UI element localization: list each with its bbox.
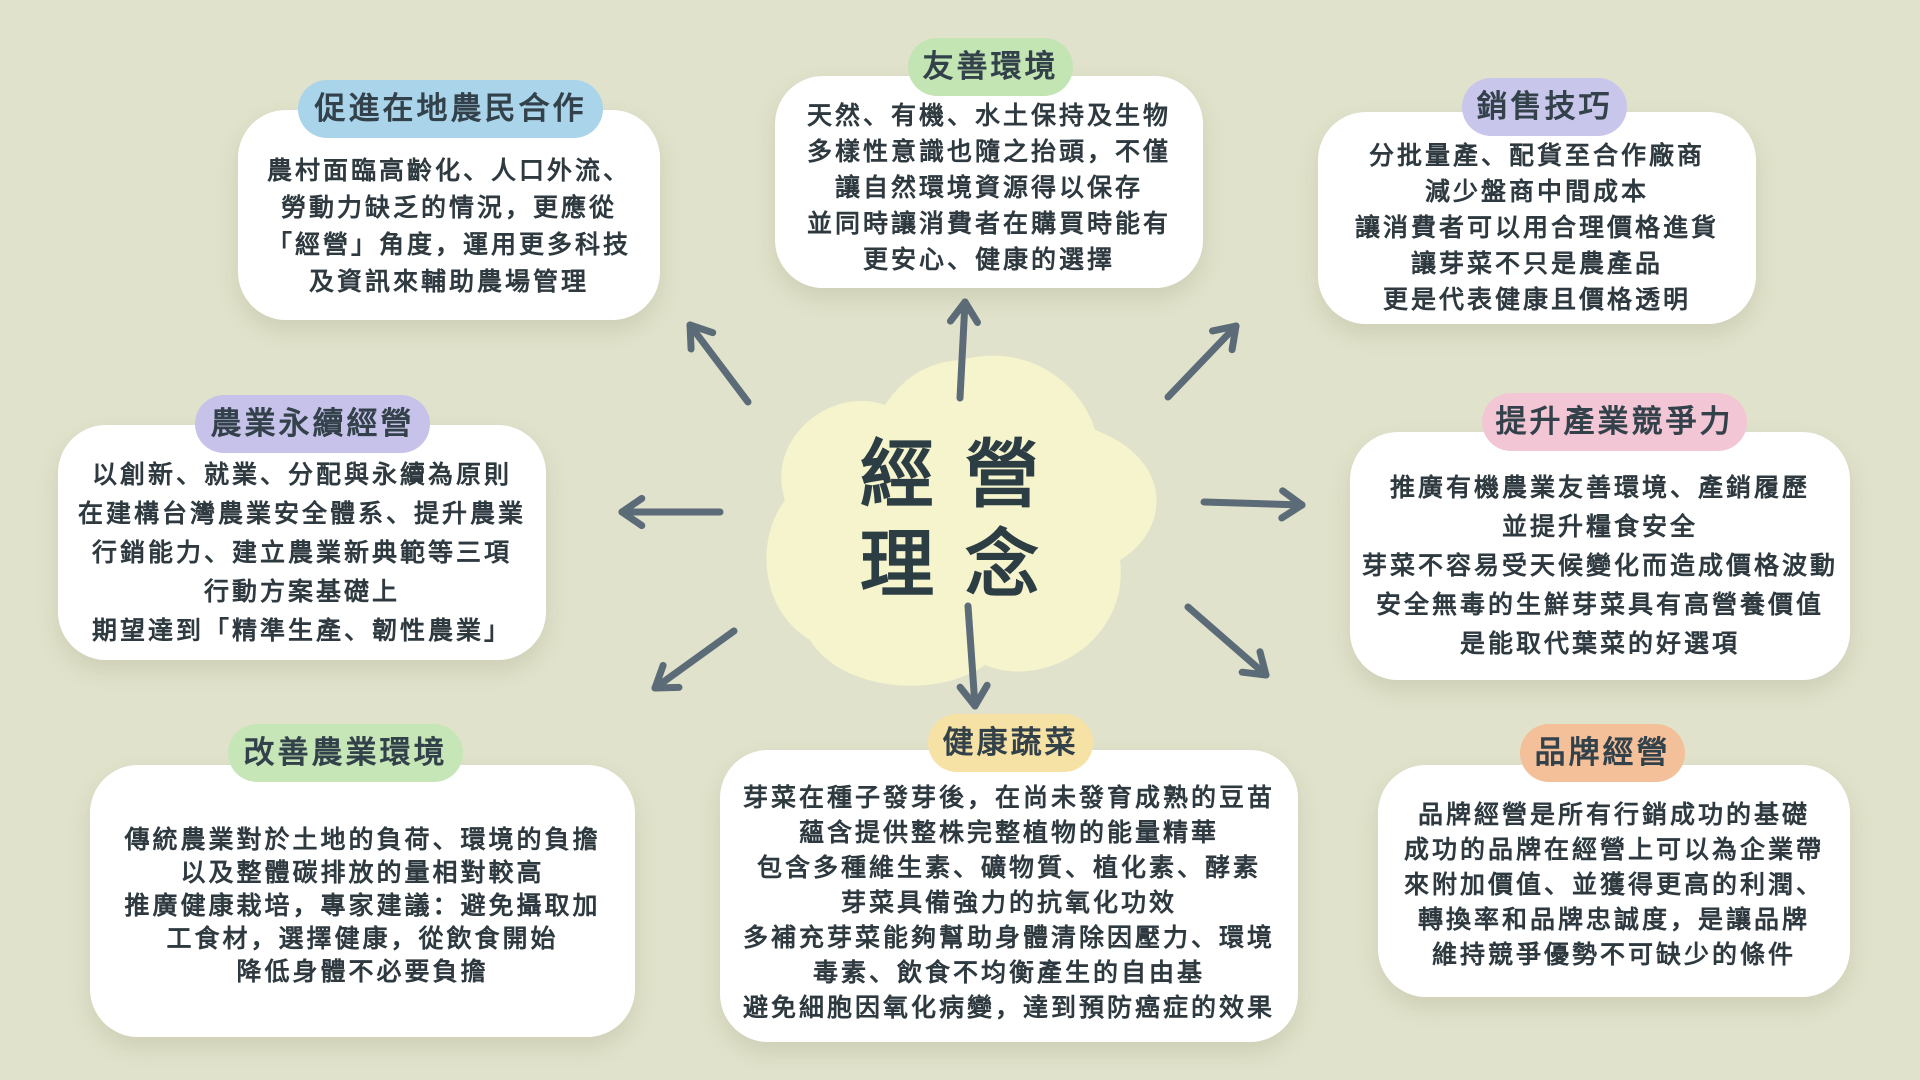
card-line: 避免細胞因氧化病變，達到預防癌症的效果	[742, 993, 1275, 1022]
arrow-7	[956, 602, 991, 710]
card-line: 毒素、飲食不均衡產生的自由基	[812, 958, 1205, 987]
card-line: 分批量產、配貨至合作廠商	[1368, 141, 1705, 170]
card-line: 推廣健康栽培，專家建議：避免攝取加	[124, 891, 601, 920]
card-body-cooperation: 農村面臨高齡化、人口外流、 勞動力缺乏的情況，更應從 「經營」角度，運用更多科技…	[238, 152, 660, 300]
card-line: 包含多種維生素、礦物質、植化素、酵素	[756, 853, 1261, 882]
pill-competitiveness: 提升產業競爭力	[1482, 393, 1747, 451]
center-char-2: 營	[965, 432, 1039, 518]
card-competitiveness: 推廣有機農業友善環境、產銷履歷 並提升糧食安全 芽菜不容易受天候變化而造成價格波…	[1350, 432, 1850, 680]
arrow-8	[1184, 603, 1270, 679]
pill-brand: 品牌經營	[1520, 724, 1685, 782]
arrows-group	[618, 298, 1306, 710]
card-line: 讓芽菜不只是農產品	[1410, 249, 1663, 278]
card-body-brand: 品牌經營是所有行銷成功的基礎 成功的品牌在經營上可以為企業帶 來附加價值、並獲得…	[1378, 797, 1850, 972]
card-line: 推廣有機農業友善環境、產銷履歷	[1389, 473, 1810, 502]
card-body-sustainable: 以創新、就業、分配與永續為原則 在建構台灣農業安全體系、提升農業 行銷能力、建立…	[58, 455, 546, 650]
arrow-6	[651, 627, 738, 692]
card-brand: 品牌經營是所有行銷成功的基礎 成功的品牌在經營上可以為企業帶 來附加價值、並獲得…	[1378, 765, 1850, 997]
center-char-1: 經	[860, 432, 934, 518]
card-line: 行銷能力、建立農業新典範等三項	[91, 538, 512, 567]
pill-improve-env: 改善農業環境	[228, 724, 463, 782]
card-line: 期望達到「精準生產、韌性農業」	[91, 616, 512, 645]
card-line: 並提升糧食安全	[1501, 512, 1698, 541]
card-line: 勞動力缺乏的情況，更應從	[280, 193, 617, 222]
card-line: 來附加價值、並獲得更高的利潤、	[1403, 870, 1824, 899]
arrow-2	[946, 298, 982, 402]
card-body-sales: 分批量產、配貨至合作廠商 減少盤商中間成本 讓消費者可以用合理價格進貨 讓芽菜不…	[1318, 138, 1756, 318]
card-line: 減少盤商中間成本	[1424, 177, 1649, 206]
card-line: 安全無毒的生鮮芽菜具有高營養價值	[1375, 590, 1824, 619]
card-line: 天然、有機、水土保持及生物	[806, 101, 1171, 130]
card-body-healthy-veg: 芽菜在種子發芽後，在尚未發育成熟的豆苗 蘊含提供整株完整植物的能量精華 包含多種…	[720, 780, 1298, 1025]
center-blob	[766, 355, 1157, 686]
card-line: 工食材，選擇健康，從飲食開始	[166, 924, 559, 953]
pill-friendly-env: 友善環境	[908, 38, 1073, 96]
card-line: 「經營」角度，運用更多科技	[266, 230, 631, 259]
card-line: 多補充芽菜能夠幫助身體清除因壓力、環境	[742, 923, 1275, 952]
card-line: 芽菜不容易受天候變化而造成價格波動	[1361, 551, 1838, 580]
center-title: 經 營 理 念	[860, 430, 1050, 608]
card-body-friendly-env: 天然、有機、水土保持及生物 多樣性意識也隨之抬頭，不僅 讓自然環境資源得以保存 …	[775, 98, 1203, 278]
card-line: 以創新、就業、分配與永續為原則	[91, 460, 512, 489]
center-char-3: 理	[860, 522, 934, 608]
arrow-5	[1200, 487, 1306, 522]
card-line: 成功的品牌在經營上可以為企業帶	[1403, 835, 1824, 864]
arrow-4	[618, 494, 724, 530]
card-line: 蘊含提供整株完整植物的能量精華	[798, 818, 1219, 847]
arrow-1	[686, 321, 752, 406]
arrow-3	[1164, 322, 1240, 401]
card-line: 轉換率和品牌忠誠度，是讓品牌	[1417, 905, 1810, 934]
card-line: 在建構台灣農業安全體系、提升農業	[77, 499, 526, 528]
pill-sustainable: 農業永續經營	[195, 395, 430, 453]
card-line: 品牌經營是所有行銷成功的基礎	[1417, 800, 1810, 829]
card-line: 農村面臨高齡化、人口外流、	[266, 156, 631, 185]
card-cooperation: 農村面臨高齡化、人口外流、 勞動力缺乏的情況，更應從 「經營」角度，運用更多科技…	[238, 110, 660, 320]
pill-cooperation: 促進在地農民合作	[298, 80, 603, 138]
card-line: 多樣性意識也隨之抬頭，不僅	[806, 137, 1171, 166]
card-line: 芽菜具備強力的抗氧化功效	[840, 888, 1177, 917]
card-line: 讓自然環境資源得以保存	[834, 173, 1143, 202]
card-sustainable: 以創新、就業、分配與永續為原則 在建構台灣農業安全體系、提升農業 行銷能力、建立…	[58, 425, 546, 660]
card-sales: 分批量產、配貨至合作廠商 減少盤商中間成本 讓消費者可以用合理價格進貨 讓芽菜不…	[1318, 112, 1756, 324]
card-line: 芽菜在種子發芽後，在尚未發育成熟的豆苗	[742, 783, 1275, 812]
card-line: 更是代表健康且價格透明	[1382, 285, 1691, 314]
card-line: 及資訊來輔助農場管理	[308, 267, 589, 296]
card-line: 更安心、健康的選擇	[862, 245, 1115, 274]
card-body-improve-env: 傳統農業對於土地的負荷、環境的負擔 以及整體碳排放的量相對較高 推廣健康栽培，專…	[90, 823, 635, 988]
card-friendly-env: 天然、有機、水土保持及生物 多樣性意識也隨之抬頭，不僅 讓自然環境資源得以保存 …	[775, 76, 1203, 288]
card-line: 以及整體碳排放的量相對較高	[180, 858, 545, 887]
pill-sales: 銷售技巧	[1462, 78, 1627, 136]
card-body-competitiveness: 推廣有機農業友善環境、產銷履歷 並提升糧食安全 芽菜不容易受天候變化而造成價格波…	[1350, 468, 1850, 663]
card-line: 傳統農業對於土地的負荷、環境的負擔	[124, 825, 601, 854]
center-char-4: 念	[965, 522, 1039, 608]
card-line: 是能取代葉菜的好選項	[1459, 629, 1740, 658]
card-line: 降低身體不必要負擔	[236, 957, 489, 986]
card-line: 並同時讓消費者在購買時能有	[806, 209, 1171, 238]
card-line: 行動方案基礎上	[203, 577, 400, 606]
card-line: 維持競爭優勢不可缺少的條件	[1431, 940, 1796, 969]
card-improve-env: 傳統農業對於土地的負荷、環境的負擔 以及整體碳排放的量相對較高 推廣健康栽培，專…	[90, 765, 635, 1037]
card-healthy-veg: 芽菜在種子發芽後，在尚未發育成熟的豆苗 蘊含提供整株完整植物的能量精華 包含多種…	[720, 750, 1298, 1042]
card-line: 讓消費者可以用合理價格進貨	[1354, 213, 1719, 242]
pill-healthy-veg: 健康蔬菜	[928, 714, 1093, 772]
